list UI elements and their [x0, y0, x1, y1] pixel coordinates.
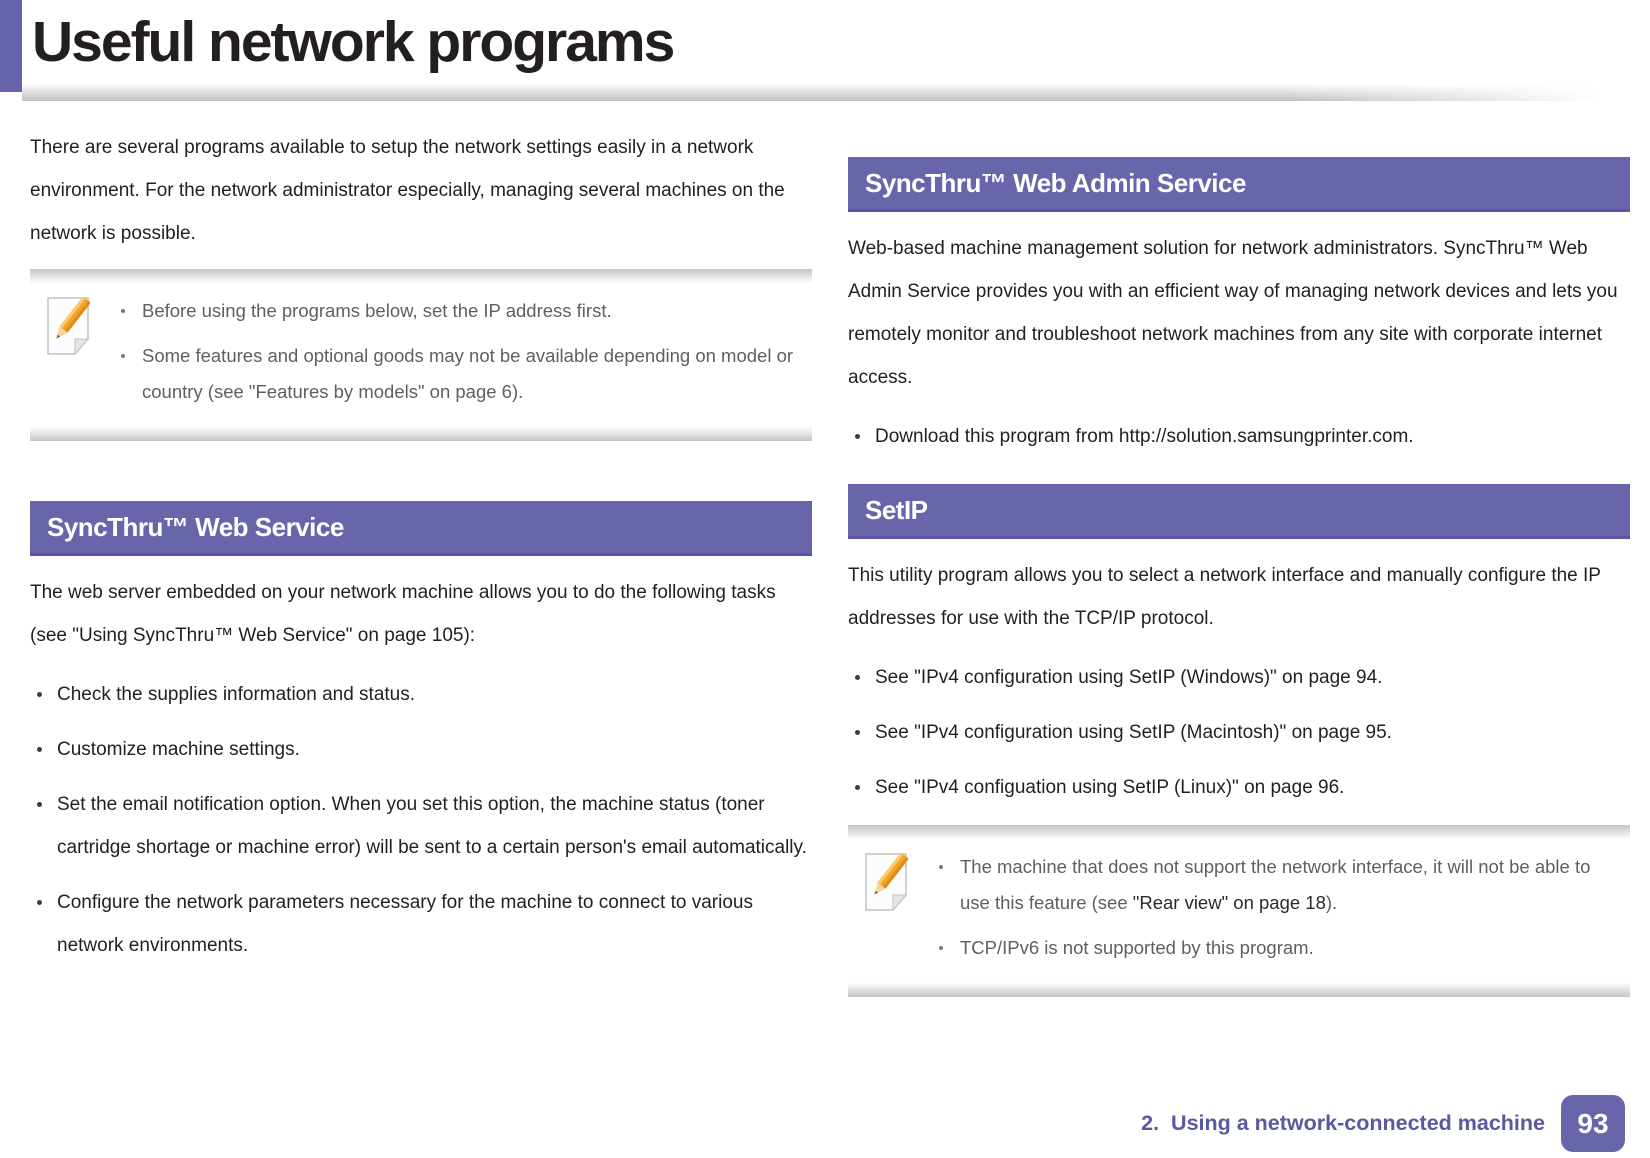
bullet-item: See "IPv4 configuration using SetIP (Mac… — [848, 711, 1630, 754]
note-pencil-icon — [46, 296, 91, 419]
bullet-item: Check the supplies information and statu… — [30, 673, 812, 716]
note-bottom-edge — [30, 427, 812, 441]
title-accent-bar — [0, 0, 22, 92]
bullet-item: See "IPv4 configuration using SetIP (Win… — [848, 656, 1630, 699]
web-admin-intro: Web-based machine management solution fo… — [848, 238, 1618, 388]
setip-bullet-list: See "IPv4 configuration using SetIP (Win… — [848, 656, 1630, 809]
note-bottom-edge — [848, 983, 1630, 997]
web-service-intro: The web server embedded on your network … — [30, 582, 776, 646]
bullet-item: See "IPv4 configuation using SetIP (Linu… — [848, 766, 1630, 809]
bullet-item: Customize machine settings. — [30, 728, 812, 771]
note-item: Some features and optional goods may not… — [118, 338, 802, 410]
intro-paragraph: There are several programs available to … — [30, 137, 785, 244]
web-service-bullet-list: Check the supplies information and statu… — [30, 673, 812, 967]
note-item: The machine that does not support the ne… — [936, 849, 1620, 921]
cross-reference: "Rear view" on page 18 — [1132, 892, 1326, 913]
note-bullet-list: Before using the programs below, set the… — [118, 293, 802, 419]
bullet-item: Download this program from http://soluti… — [848, 415, 1630, 458]
left-column: There are several programs available to … — [30, 126, 812, 979]
right-column: SyncThru™ Web Admin Service Web-based ma… — [848, 126, 1630, 997]
page-footer: 2. Using a network-connected machine 93 — [1141, 1095, 1625, 1152]
section-heading-label: SetIP — [865, 494, 928, 525]
bullet-item: Set the email notification option. When … — [30, 783, 812, 869]
note-item-text: ). — [1325, 892, 1338, 913]
page-number-badge: 93 — [1561, 1095, 1625, 1152]
bullet-item: Configure the network parameters necessa… — [30, 881, 812, 967]
title-divider — [22, 84, 1650, 101]
note-bullet-list: The machine that does not support the ne… — [936, 849, 1620, 975]
note-item-text: The machine that does not support the ne… — [960, 856, 1591, 913]
section-heading-label: SyncThru™ Web Admin Service — [865, 167, 1246, 198]
note-top-edge — [30, 269, 812, 283]
note-top-edge — [848, 825, 1630, 839]
note-box-ip-address: Before using the programs below, set the… — [30, 269, 812, 441]
section-heading-syncthru-web-admin: SyncThru™ Web Admin Service — [848, 157, 1630, 212]
page-title: Useful network programs — [32, 10, 675, 74]
footer-chapter-title: 2. Using a network-connected machine — [1141, 1111, 1545, 1135]
note-item: Before using the programs below, set the… — [118, 293, 802, 329]
note-item: TCP/IPv6 is not supported by this progra… — [936, 930, 1620, 966]
note-pencil-icon — [864, 852, 909, 975]
section-heading-setip: SetIP — [848, 484, 1630, 539]
section-heading-syncthru-web-service: SyncThru™ Web Service — [30, 501, 812, 556]
setip-intro: This utility program allows you to selec… — [848, 565, 1601, 629]
web-admin-bullet-list: Download this program from http://soluti… — [848, 415, 1630, 458]
section-heading-label: SyncThru™ Web Service — [47, 511, 344, 542]
note-box-network-interface: The machine that does not support the ne… — [848, 825, 1630, 997]
